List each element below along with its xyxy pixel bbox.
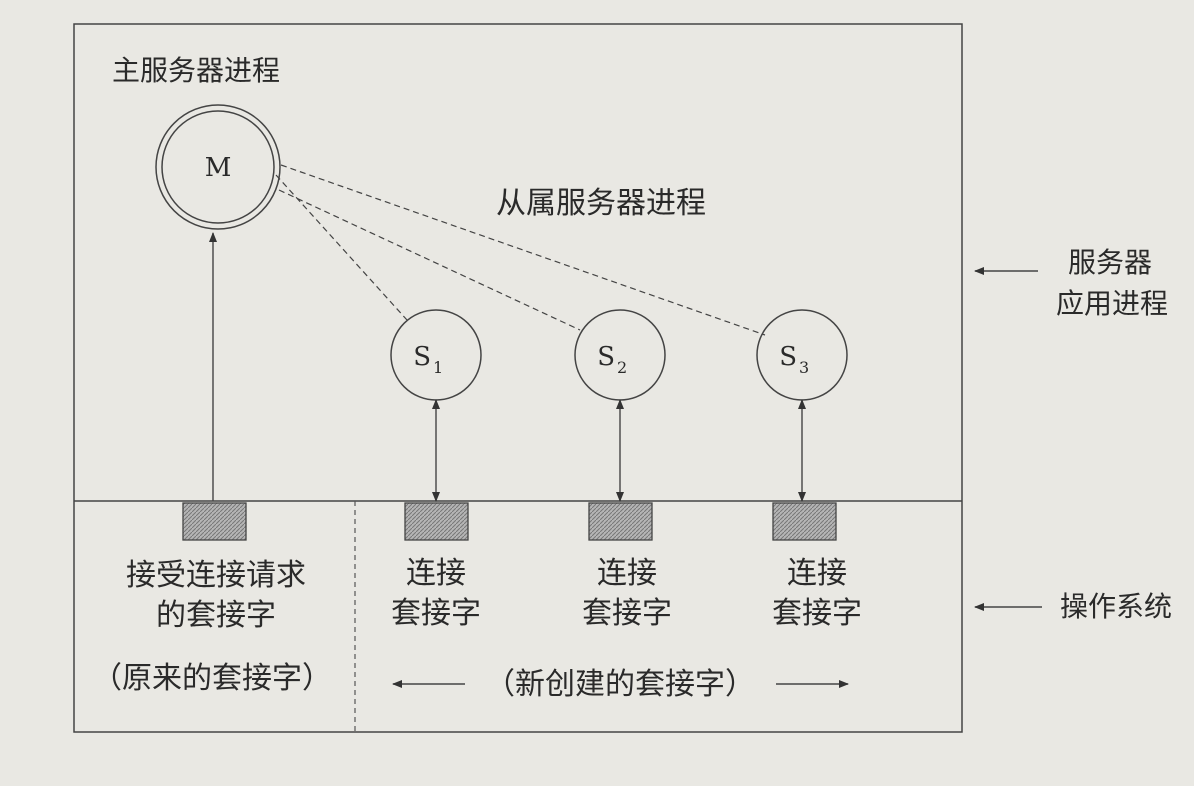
slave-node-subscript: 2 bbox=[617, 358, 627, 377]
connection-socket-1-line1: 连接 bbox=[406, 556, 466, 591]
slave-node-letter: S bbox=[597, 342, 615, 372]
accept-socket-label-line1: 接受连接请求 bbox=[126, 558, 306, 593]
outer-frame bbox=[73, 23, 963, 733]
connection-socket-3-line1: 连接 bbox=[787, 556, 847, 591]
connection-socket-2-line2: 套接字 bbox=[582, 596, 672, 631]
server-app-label-line2: 应用进程 bbox=[1056, 287, 1168, 320]
accept-socket-label-line2: 的套接字 bbox=[156, 598, 276, 633]
slave-node-s2: S 2 bbox=[574, 309, 666, 401]
server-app-label-line1: 服务器 bbox=[1068, 246, 1152, 279]
master-node-label: M bbox=[205, 153, 232, 183]
new-sockets-label: （新创建的套接字） bbox=[485, 667, 755, 702]
connection-socket-box-1 bbox=[404, 502, 469, 541]
dashed-link-m-s3 bbox=[280, 164, 766, 336]
slave-node-subscript: 1 bbox=[433, 358, 443, 377]
slave-node-letter: S bbox=[779, 342, 797, 372]
accept-socket-box bbox=[182, 502, 247, 541]
slave-node-subscript: 3 bbox=[799, 358, 809, 377]
dashed-link-m-s1 bbox=[275, 174, 408, 321]
master-process-label: 主服务器进程 bbox=[112, 54, 280, 87]
connection-socket-box-3 bbox=[772, 502, 837, 541]
connection-socket-3-line2: 套接字 bbox=[772, 596, 862, 631]
slave-node-s1: S 1 bbox=[390, 309, 482, 401]
original-socket-label: （原来的套接字） bbox=[92, 661, 332, 696]
slave-node-s3: S 3 bbox=[756, 309, 848, 401]
connection-socket-1-line2: 套接字 bbox=[391, 596, 481, 631]
os-label: 操作系统 bbox=[1060, 590, 1172, 623]
slave-process-label: 从属服务器进程 bbox=[496, 186, 706, 221]
connection-socket-2-line1: 连接 bbox=[597, 556, 657, 591]
connection-socket-box-2 bbox=[588, 502, 653, 541]
slave-node-letter: S bbox=[413, 342, 431, 372]
master-node: M bbox=[155, 104, 281, 230]
dashed-link-m-s2 bbox=[278, 189, 581, 331]
